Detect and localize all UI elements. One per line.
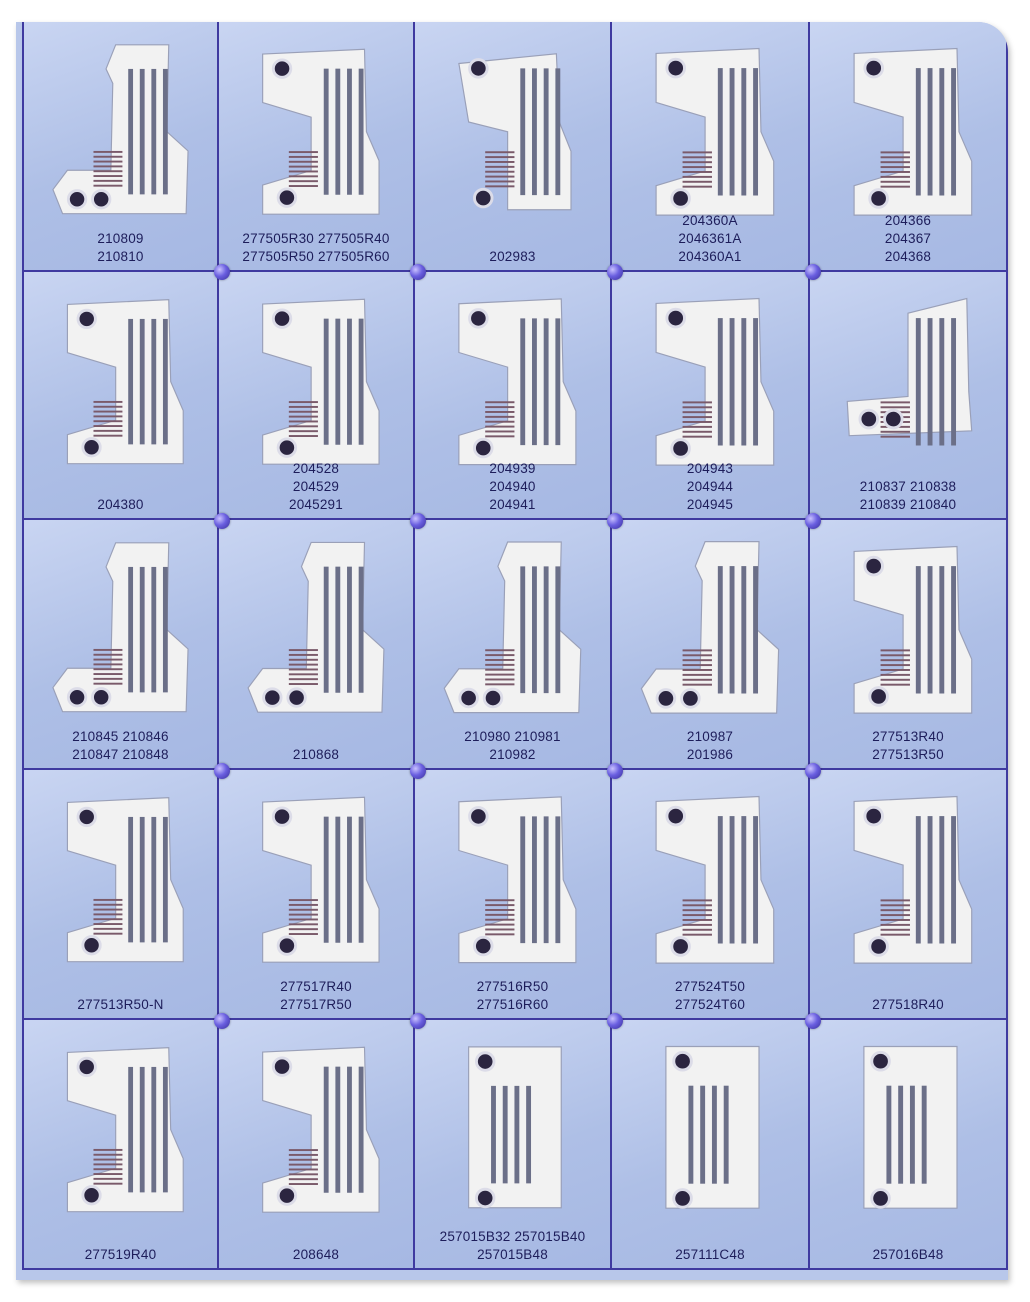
part-codes: 257016B48 [872, 1247, 944, 1262]
part-cell: 277516R50 277516R60 [415, 770, 612, 1020]
part-codes: 257015B32 257015B40 257015B48 [439, 1229, 586, 1262]
throat-plate-image [655, 47, 775, 216]
throat-plate-image [262, 796, 380, 963]
throat-plate-image [443, 541, 582, 714]
part-codes: 208648 [292, 1247, 340, 1262]
part-cell: 204366 204367 204368 [810, 22, 1008, 272]
grid-node [214, 264, 230, 280]
part-cell: 277505R30 277505R40 277505R50 277505R60 [219, 22, 415, 272]
part-codes: 277517R40 277517R50 [280, 979, 352, 1012]
throat-plate-image [52, 542, 189, 713]
part-cell: 257015B32 257015B40 257015B48 [415, 1020, 612, 1270]
part-codes: 277516R50 277516R60 [476, 979, 549, 1012]
throat-plate-image [458, 796, 577, 964]
throat-plate-image [458, 53, 572, 211]
throat-plate-image [52, 44, 189, 215]
throat-plate-image [640, 541, 780, 714]
parts-grid: 210809 210810 277505R30 277505R40 277505R… [22, 22, 1008, 1270]
part-codes: 210845 210846 210847 210848 [72, 729, 169, 762]
part-codes: 204939 204940 204941 [489, 461, 536, 512]
part-codes: 277513R40 277513R50 [872, 729, 944, 762]
part-cell: 204528 204529 2045291 [219, 272, 415, 520]
part-cell: 210987 201986 [612, 520, 810, 770]
part-cell: 204360A 2046361A 204360A1 [612, 22, 810, 272]
grid-node [214, 1013, 230, 1029]
throat-plate-image [66, 797, 184, 963]
part-cell: 210809 210810 [22, 22, 219, 272]
part-codes: 210980 210981 210982 [464, 729, 561, 762]
part-cell: 277513R50-N [22, 770, 219, 1020]
grid-node [410, 1013, 426, 1029]
part-cell: 277524T50 277524T60 [612, 770, 810, 1020]
grid-node [805, 1013, 821, 1029]
grid-node [410, 763, 426, 779]
grid-node [805, 513, 821, 529]
part-cell: 277513R40 277513R50 [810, 520, 1008, 770]
part-cell: 210845 210846 210847 210848 [22, 520, 219, 770]
part-cell: 204380 [22, 272, 219, 520]
part-cell: 210980 210981 210982 [415, 520, 612, 770]
throat-plate-image [262, 48, 380, 215]
part-codes: 204528 204529 2045291 [289, 461, 343, 512]
throat-plate-image [853, 795, 973, 964]
grid-node [410, 513, 426, 529]
throat-plate-image [66, 299, 184, 465]
part-cell: 202983 [415, 22, 612, 272]
part-cell: 204939 204940 204941 [415, 272, 612, 520]
part-codes: 210868 [292, 747, 340, 762]
throat-plate-image [262, 298, 380, 465]
throat-plate-image [458, 298, 577, 466]
part-codes: 210987 201986 [686, 729, 734, 762]
part-codes: 277519R40 [84, 1247, 157, 1262]
part-codes: 277513R50-N [77, 997, 164, 1012]
part-codes: 204360A 2046361A 204360A1 [678, 213, 742, 264]
part-cell: 210868 [219, 520, 415, 770]
throat-plate-image [846, 297, 973, 446]
throat-plate-image [665, 1045, 760, 1209]
throat-plate-image [853, 47, 973, 216]
part-codes: 277518R40 [872, 997, 944, 1012]
throat-plate-image [247, 541, 385, 713]
throat-plate-image [655, 795, 775, 964]
throat-plate-image [468, 1046, 562, 1209]
part-cell: 277517R40 277517R50 [219, 770, 415, 1020]
catalog-sheet: Fei Peng Fei Peng Fei Peng Fei Peng 2108… [16, 22, 1008, 1280]
part-cell: 277519R40 [22, 1020, 219, 1270]
grid-node [410, 264, 426, 280]
grid-node [607, 763, 623, 779]
part-cell: 208648 [219, 1020, 415, 1270]
part-codes: 204380 [97, 497, 144, 512]
grid-node [607, 1013, 623, 1029]
part-cell: 210837 210838 210839 210840 [810, 272, 1008, 520]
part-codes: 257111C48 [675, 1247, 745, 1262]
throat-plate-image [262, 1046, 380, 1213]
grid-node [607, 264, 623, 280]
grid-node [607, 513, 623, 529]
part-codes: 202983 [489, 249, 536, 264]
part-codes: 204943 204944 204945 [686, 461, 734, 512]
part-codes: 210837 210838 210839 210840 [859, 479, 957, 512]
grid-node [805, 264, 821, 280]
part-codes: 277524T50 277524T60 [674, 979, 746, 1012]
throat-plate-image [66, 1047, 184, 1213]
throat-plate-image [863, 1045, 958, 1209]
part-codes: 204366 204367 204368 [884, 213, 932, 264]
throat-plate-image [655, 297, 775, 466]
grid-node [214, 513, 230, 529]
part-cell: 277518R40 [810, 770, 1008, 1020]
part-cell: 204943 204944 204945 [612, 272, 810, 520]
grid-node [805, 763, 821, 779]
part-cell: 257016B48 [810, 1020, 1008, 1270]
grid-node [214, 763, 230, 779]
part-codes: 277505R30 277505R40 277505R50 277505R60 [242, 231, 390, 264]
part-cell: 257111C48 [612, 1020, 810, 1270]
part-codes: 210809 210810 [97, 231, 144, 264]
throat-plate-image [853, 545, 973, 714]
